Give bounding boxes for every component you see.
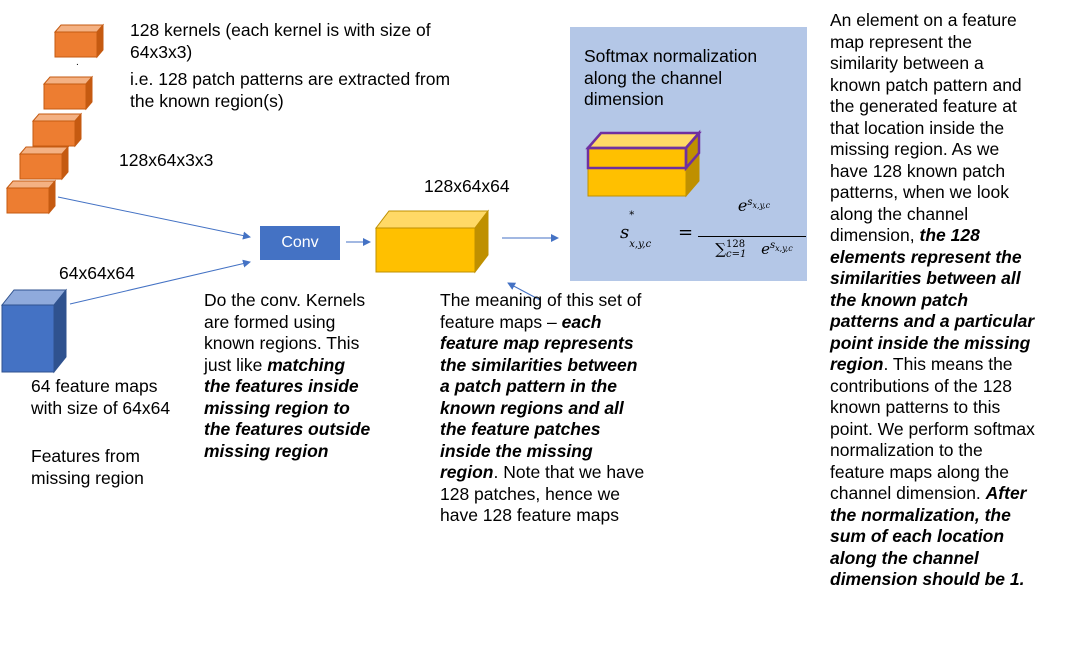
conv-block: Conv	[260, 226, 340, 260]
conv-desc-line: the features outside	[204, 419, 371, 439]
formula-lhs: s*x,y,c	[620, 210, 652, 250]
conv-desc-line: missing region	[204, 440, 329, 461]
explanation-line: the known patch	[830, 289, 969, 310]
meaning-line: The meaning of this set of	[440, 290, 642, 310]
conv-desc-line: just like matching	[204, 354, 346, 375]
explanation-line: An element on a feature	[830, 10, 1017, 30]
meaning-line: known regions and all	[440, 397, 624, 418]
softmax-title-line: along the channel	[584, 67, 723, 88]
explanation-line: that location inside the	[830, 117, 1005, 138]
kernel-desc-line: 64x3x3)	[130, 41, 193, 62]
explanation-line: along the channel	[830, 203, 969, 224]
meaning-line: region. Note that we have	[440, 462, 645, 482]
conv-desc-line: Do the conv. Kernels	[204, 290, 366, 310]
output-meaning: The meaning of this set of feature maps …	[440, 290, 685, 527]
meaning-line: 128 patches, hence we	[440, 483, 620, 504]
conv-label: Conv	[281, 234, 319, 251]
formula-fraction-bar	[698, 236, 806, 237]
meaning-line: the feature patches	[440, 419, 601, 439]
explanation-line: normalization to the	[830, 440, 983, 460]
softmax-title-line: dimension	[584, 89, 664, 109]
formula-equals: =	[678, 222, 694, 243]
input-feature-cube	[0, 288, 68, 374]
formula-numerator: esx,y,c	[737, 196, 771, 215]
conv-desc-line: the features inside	[204, 376, 359, 396]
meaning-line: a patch pattern in the	[440, 376, 617, 396]
explanation-line: known patterns to this	[830, 397, 1001, 417]
explanation-line: region. This means the	[830, 354, 1013, 374]
input-size-label: 64x64x64	[59, 263, 135, 283]
kernel-desc-line: the known region(s)	[130, 90, 284, 111]
output-size-label: 128x64x64	[424, 176, 510, 196]
meaning-line: feature map represents	[440, 333, 634, 353]
explanation-line: map represent the	[830, 31, 973, 52]
explanation-line: known patch pattern and	[830, 74, 1022, 95]
explanation-line: elements represent the	[830, 246, 1022, 267]
input-to-conv-arrow	[69, 259, 251, 305]
meaning-line: have 128 feature maps	[440, 505, 620, 525]
kernel-description: 128 kernels (each kernel is with size of…	[130, 20, 530, 63]
softmax-title-line: Softmax normalization	[584, 46, 758, 66]
kernel-to-conv-arrow	[57, 196, 251, 240]
explanation-line: similarities between all	[830, 268, 1021, 288]
kernel-explanation: i.e. 128 patch patterns are extracted fr…	[130, 69, 530, 112]
conv-desc-line: are formed using	[204, 311, 336, 332]
kernel-desc-line: 128 kernels (each kernel is with size of	[130, 20, 431, 40]
input-source: Features from missing region	[31, 446, 144, 489]
explanation-line: point inside the missing	[830, 332, 1031, 353]
right-explanation: An element on a feature map represent th…	[830, 10, 1075, 591]
input-desc-line: with size of 64x64	[31, 397, 171, 418]
explanation-line: patterns, when we look	[830, 182, 1009, 202]
explanation-line: point. We perform softmax	[830, 418, 1035, 439]
explanation-line: along the channel	[830, 547, 979, 568]
explanation-line: channel dimension. After	[830, 483, 1027, 503]
explanation-line: sum of each location	[830, 526, 1005, 546]
explanation-line: have 128 known patch	[830, 160, 1006, 181]
input-src-line: Features from	[31, 446, 140, 466]
explanation-line: feature maps along the	[830, 461, 1010, 482]
kernel-desc-line: i.e. 128 patch patterns are extracted fr…	[130, 69, 451, 89]
conv-desc-line: known regions. This	[204, 333, 360, 353]
explanation-line: similarity between a	[830, 53, 984, 73]
explanation-line: dimension should be 1.	[830, 569, 1025, 589]
input-src-line: missing region	[31, 467, 144, 488]
output-feature-cube	[374, 209, 490, 274]
kernel-ellipsis-dot: .	[76, 57, 79, 68]
softmax-title: Softmax normalization along the channel …	[584, 46, 799, 111]
meaning-pointer-arrow	[507, 282, 541, 301]
meaning-line: the similarities between	[440, 354, 638, 375]
kernel-cube-3	[31, 112, 83, 148]
kernel-cube-1	[53, 23, 105, 59]
kernel-size-label: 128x64x3x3	[119, 150, 214, 170]
channel-highlight	[585, 129, 702, 172]
meaning-line: inside the missing	[440, 440, 593, 461]
conv-desc-line: missing region to	[204, 397, 350, 418]
kernel-cube-5	[5, 179, 57, 215]
kernel-cube-4	[18, 145, 70, 181]
conv-description: Do the conv. Kernels are formed using kn…	[204, 290, 404, 462]
softmax-cube	[586, 131, 701, 198]
explanation-line: patterns and a particular	[830, 311, 1035, 331]
kernel-cube-2	[42, 75, 94, 111]
explanation-line: the generated feature at	[830, 96, 1017, 116]
input-description: 64 feature maps with size of 64x64	[31, 376, 170, 419]
explanation-line: the normalization, the	[830, 504, 1011, 525]
input-desc-line: 64 feature maps	[31, 376, 158, 396]
explanation-line: dimension, the 128	[830, 225, 980, 245]
meaning-line: feature maps – each	[440, 311, 602, 332]
explanation-line: contributions of the 128	[830, 375, 1012, 396]
explanation-line: missing region. As we	[830, 139, 1000, 159]
